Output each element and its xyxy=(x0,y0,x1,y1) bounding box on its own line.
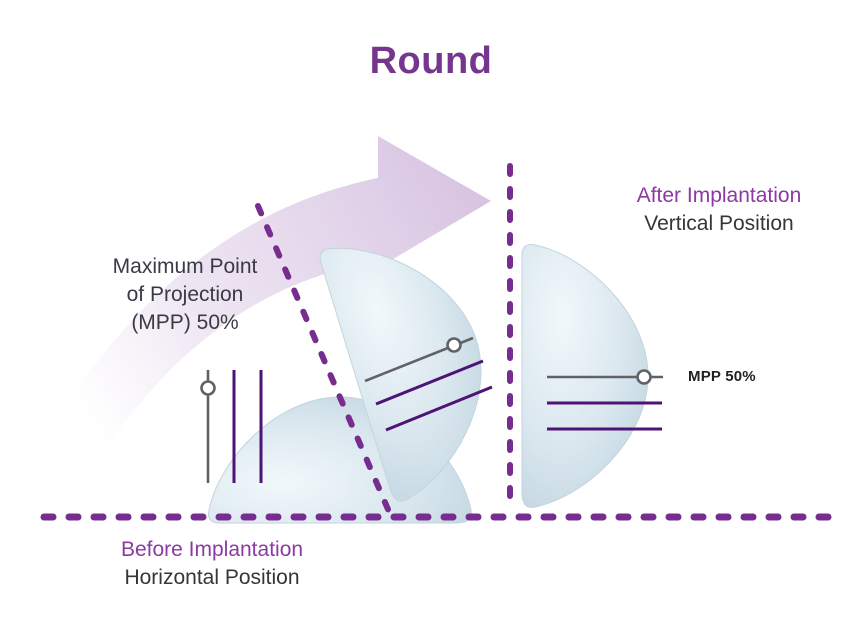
mpp-marker-before xyxy=(200,380,216,396)
diagonal-dashed xyxy=(255,203,393,517)
after-implantation-title: After Implantation xyxy=(636,184,802,207)
measure-group-mid xyxy=(364,336,493,432)
before-implantation-label: Before Implantation Horizontal Position xyxy=(83,536,341,592)
curved-arrow xyxy=(75,136,491,448)
mpp-callout-line3: (MPP) 50% xyxy=(131,311,239,334)
mpp-marker-after xyxy=(636,369,652,385)
mpp-callout-line1: Maximum Point xyxy=(112,255,258,278)
after-implantation-label: After Implantation Vertical Position xyxy=(589,182,849,238)
after-implantation-subtitle: Vertical Position xyxy=(644,212,794,235)
mpp-callout-line2: of Projection xyxy=(126,283,244,306)
before-implantation-title: Before Implantation xyxy=(120,538,304,561)
measure-group-before xyxy=(200,370,263,483)
page-title: Round xyxy=(369,40,493,82)
mpp-marker-mid xyxy=(446,337,462,353)
measure-group-after xyxy=(547,369,663,431)
mpp-marker-label: MPP 50% xyxy=(688,368,756,385)
mpp-callout: Maximum Point of Projection (MPP) 50% xyxy=(58,253,312,337)
before-implantation-subtitle: Horizontal Position xyxy=(124,566,300,589)
